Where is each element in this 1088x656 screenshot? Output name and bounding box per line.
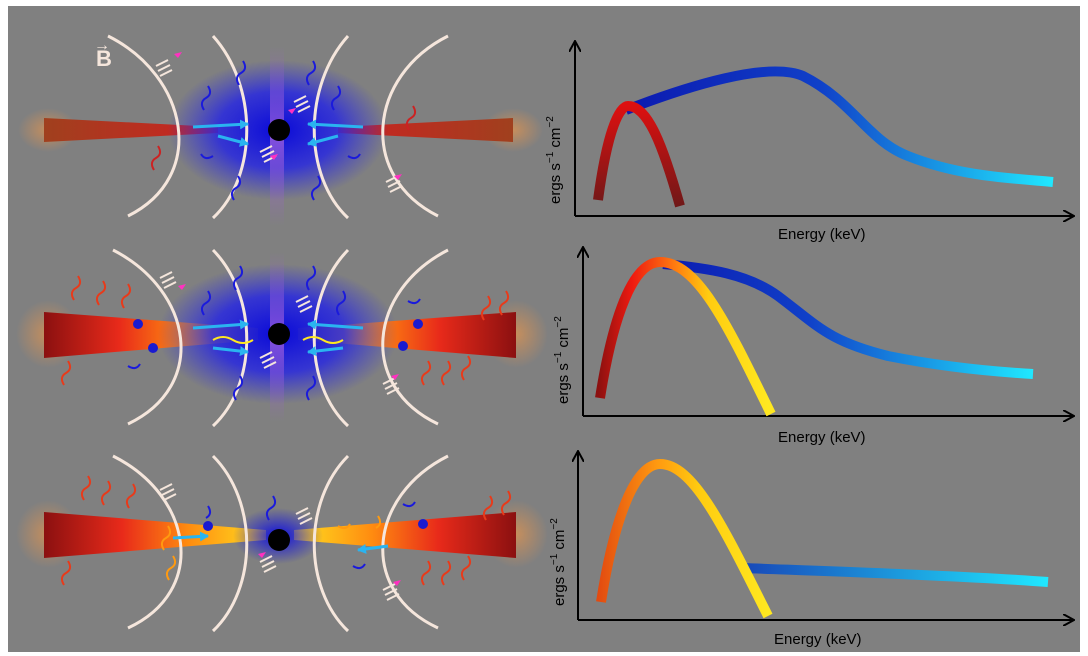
accretion-disk-right [338,118,513,142]
y-axis-label: ergs s−1 cm−2 [549,518,568,606]
y-label-prefix: ergs s [551,565,568,606]
svg-text:ergs s−1 cm−2: ergs s−1 cm−2 [545,116,564,204]
hard-component-curve [624,66,1054,187]
spectrum-plot-2: Energy (keV) ergs s−1 cm−2 [553,248,1073,446]
accretion-disk-left [44,512,266,558]
spectrum-plot-1: Energy (keV) ergs s−1 cm−2 [545,42,1073,243]
figure-canvas: B → [8,6,1080,652]
y-label-mid: cm [547,128,564,152]
soft-component-curve [596,458,773,619]
soft-component-curve [595,256,776,417]
accretion-disk-right [294,512,516,558]
accretion-disk-left [44,312,258,358]
soft-component-curve [593,100,685,208]
field-lines [112,248,449,428]
reconnection-marks [155,59,403,193]
spectrum-plot-3: Energy (keV) ergs s−1 cm−2 [549,452,1073,648]
schematic-panel-2 [16,248,548,428]
y-label-exp2: −2 [549,518,560,530]
hard-component-curve [742,563,1049,587]
accretion-disk-left [44,118,218,142]
y-label-exp2: −2 [553,316,564,328]
field-lines [112,454,449,633]
y-axis-label: ergs s−1 cm−2 [553,316,572,404]
schematic-panel-1: B → [18,34,543,226]
schematic-panel-3 [16,454,548,633]
y-label-exp1: −1 [545,151,556,163]
hard-component-curve [662,259,1034,379]
field-symbol: B [96,46,112,71]
svg-text:ergs s−1 cm−2: ergs s−1 cm−2 [553,316,572,404]
accretion-disk-right [298,312,516,358]
x-axis-label: Energy (keV) [774,631,862,648]
figure-svg: B → [16,34,1080,648]
y-label-prefix: ergs s [547,163,564,204]
svg-text:ergs s−1 cm−2: ergs s−1 cm−2 [549,518,568,606]
y-axis-label: ergs s−1 cm−2 [545,116,564,204]
y-label-exp1: −1 [553,351,564,363]
field-lines [107,34,449,220]
black-hole [268,119,290,141]
y-label-mid: cm [555,328,572,352]
y-label-mid: cm [551,530,568,554]
black-hole [268,529,290,551]
y-label-exp1: −1 [549,553,560,565]
y-label-prefix: ergs s [555,363,572,404]
x-axis-label: Energy (keV) [778,429,866,446]
magnetic-field-label: B → [94,37,112,71]
x-axis-label: Energy (keV) [778,226,866,243]
y-label-exp2: −2 [545,116,556,128]
black-hole [268,323,290,345]
field-vector-arrow: → [94,37,110,54]
